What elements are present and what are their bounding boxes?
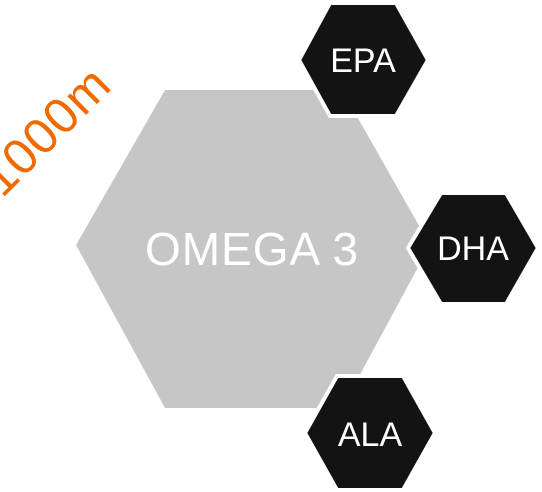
dha-hexagon (405, 191, 541, 306)
epa-hexagon (296, 0, 431, 118)
main-hexagon (76, 90, 430, 408)
dose-label: 1000m (0, 55, 122, 206)
ala-label: ALA (338, 416, 403, 454)
dha-label: DHA (437, 230, 509, 268)
epa-label: EPA (330, 42, 396, 80)
ala-hexagon (302, 374, 438, 492)
main-hexagon-label: OMEGA 3 (145, 223, 359, 275)
